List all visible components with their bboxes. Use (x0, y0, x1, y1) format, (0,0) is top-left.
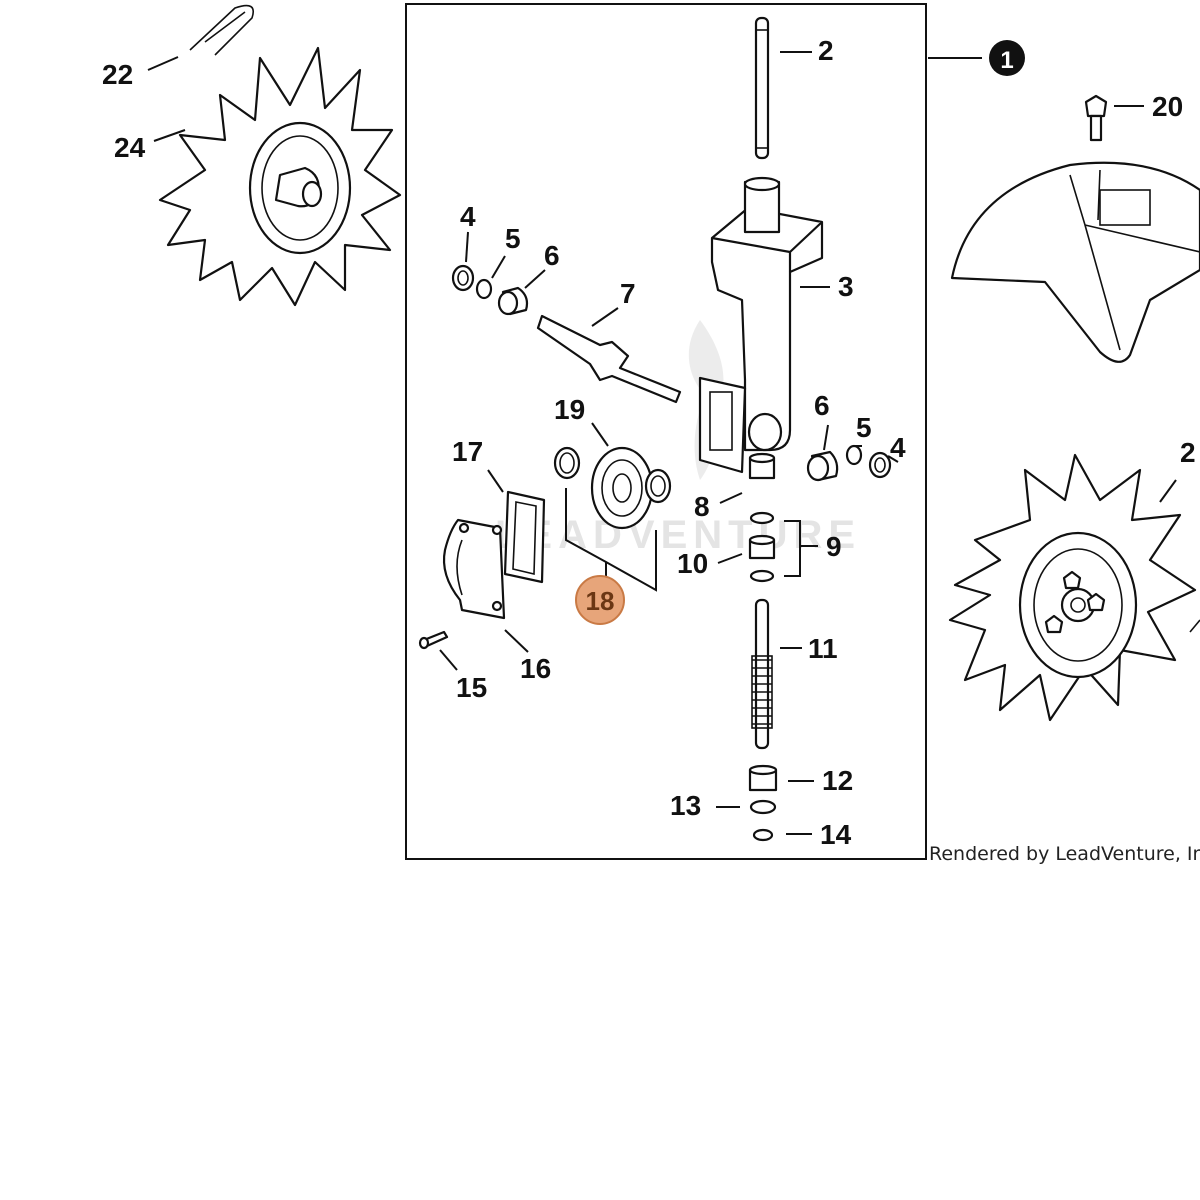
callout-11: 11 (808, 633, 838, 664)
callout-19: 19 (554, 394, 585, 425)
callout-2: 2 (818, 35, 834, 66)
assembly-frame (405, 3, 927, 860)
part-4-seal-left[interactable] (451, 264, 475, 292)
part-8-bushing[interactable] (748, 452, 776, 480)
callout-2-right: 2 (1180, 437, 1196, 468)
callout-16: 16 (520, 653, 551, 684)
callout-12: 12 (822, 765, 853, 796)
part-12-bushing[interactable] (748, 764, 778, 792)
assembly-badge-label: 1 (1000, 47, 1013, 74)
hairpin-clip[interactable] (189, 4, 254, 56)
part-11-threaded-shaft[interactable] (751, 598, 773, 750)
part-17-gasket[interactable] (503, 490, 546, 584)
part-16-cover[interactable] (442, 518, 506, 620)
part-3-housing[interactable] (698, 176, 824, 474)
callout-13: 13 (670, 790, 701, 821)
callout-7: 7 (620, 278, 636, 309)
part-2-pin[interactable] (754, 16, 770, 160)
part-4-seal-right[interactable] (868, 451, 892, 479)
callout-14: 14 (820, 819, 852, 850)
part-19-bearing[interactable] (553, 446, 672, 530)
callout-18: 18 (586, 586, 615, 616)
callout-10: 10 (677, 548, 708, 579)
callout-15: 15 (456, 672, 487, 703)
part-6-bushing-right[interactable] (806, 450, 839, 482)
tine-shield[interactable] (950, 161, 1200, 363)
tine-wheel-right[interactable] (948, 453, 1200, 722)
callout-6-left: 6 (544, 240, 560, 271)
assembly-badge[interactable]: 1 (928, 40, 1025, 76)
part-14-clip[interactable] (752, 828, 774, 842)
part-20-bolt[interactable] (1084, 94, 1108, 142)
callout-20: 20 (1152, 91, 1183, 122)
part-5-ring-right[interactable] (845, 444, 863, 466)
part-15-screw[interactable] (418, 630, 449, 650)
tine-wheel-left[interactable] (158, 46, 402, 307)
callout-17: 17 (452, 436, 483, 467)
callout-5-right: 5 (856, 412, 872, 443)
callout-4-left: 4 (460, 201, 476, 232)
callout-5-left: 5 (505, 223, 521, 254)
callout-3: 3 (838, 271, 854, 302)
callout-9: 9 (826, 531, 842, 562)
part-7-shaft[interactable] (536, 314, 682, 404)
part-6-bushing-left[interactable] (497, 286, 529, 316)
callout-6-right: 6 (814, 390, 830, 421)
callout-18-highlight[interactable]: 18 (575, 575, 625, 625)
render-credit: Rendered by LeadVenture, Inc. (929, 843, 1200, 865)
callout-22: 22 (102, 59, 133, 90)
part-13-washer[interactable] (749, 799, 777, 815)
callout-4-right: 4 (890, 432, 906, 463)
part-9-kit[interactable] (748, 511, 776, 583)
callout-8: 8 (694, 491, 710, 522)
watermark: LEADVENTURE (495, 320, 855, 557)
callout-24: 24 (114, 132, 146, 163)
part-5-ring-left[interactable] (475, 278, 493, 300)
